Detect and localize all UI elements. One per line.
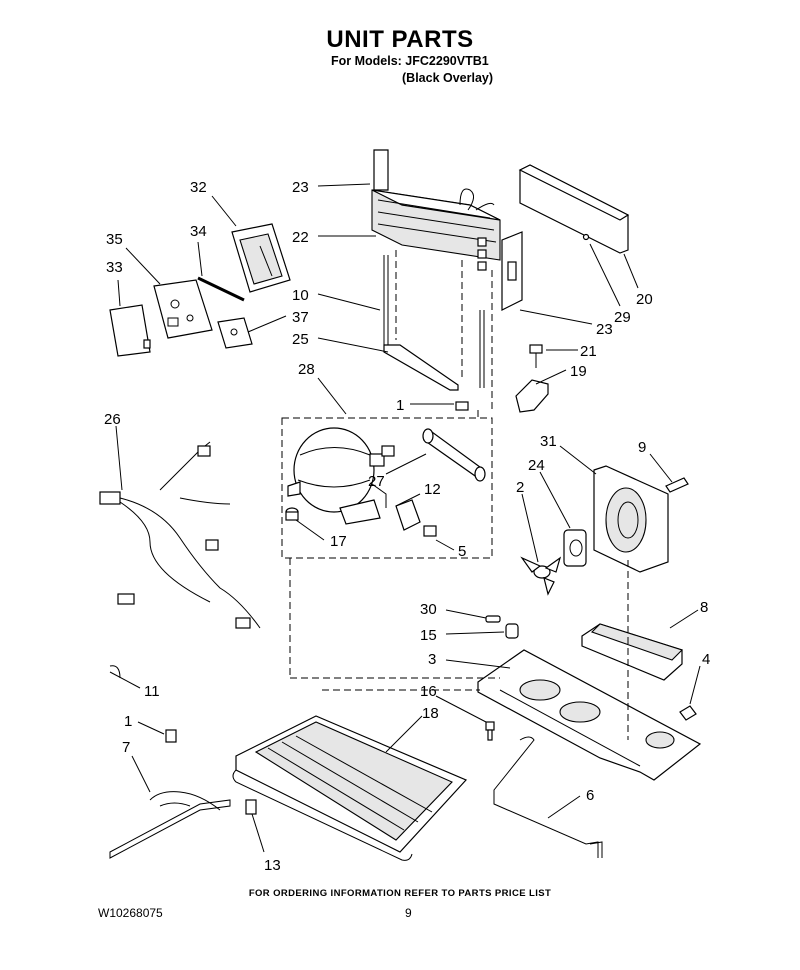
board-part-37 (217, 317, 253, 349)
callout-6: 6 (586, 787, 594, 804)
clip-part-13 (245, 799, 257, 815)
screw-part-21 (529, 344, 543, 368)
harness-part-7 (109, 729, 231, 859)
callout-37: 37 (292, 309, 309, 326)
callout-26: 26 (104, 411, 121, 428)
callout-8: 8 (700, 599, 708, 616)
control-housing-part-32 (231, 223, 291, 293)
callout-5: 5 (458, 543, 466, 560)
tube-part-6 (493, 736, 603, 858)
spacer-part-30 (485, 615, 501, 623)
callout-9: 9 (638, 439, 646, 456)
bracket-part-8 (581, 623, 684, 681)
cover-part-20 (518, 164, 630, 254)
callout-33: 33 (106, 259, 123, 276)
callout-11: 11 (144, 683, 160, 700)
fan-shroud-part-31 (593, 465, 669, 573)
wire-part-11 (109, 665, 121, 679)
screw-part-16 (485, 721, 495, 741)
callout-7: 7 (122, 739, 130, 756)
control-board-part-35 (153, 279, 213, 339)
callout-27: 27 (368, 473, 385, 490)
base-plate-part-3 (477, 649, 702, 781)
callout-29: 29 (614, 309, 631, 326)
callout-13: 13 (264, 857, 281, 874)
grommet-part-17 (285, 507, 299, 521)
compressor-group-box (281, 417, 493, 559)
screw-part-4 (679, 705, 697, 721)
callout-35: 35 (106, 231, 123, 248)
relay-part-12 (395, 499, 437, 537)
callout-25: 25 (292, 331, 309, 348)
callout-18: 18 (422, 705, 439, 722)
page-number: 9 (405, 906, 412, 920)
callout-30: 30 (420, 601, 437, 618)
callout-16: 16 (420, 683, 437, 700)
callout-34: 34 (190, 223, 207, 240)
bracket-part-23 (501, 231, 523, 311)
bracket-part-19 (515, 379, 549, 413)
callout-labels: 23 22 10 25 28 1 32 34 35 33 37 20 29 23… (104, 179, 710, 874)
callout-24: 24 (528, 457, 545, 474)
callout-3: 3 (428, 651, 436, 668)
drier-part-27 (422, 428, 486, 482)
callout-31: 31 (540, 433, 557, 450)
screw-part-9 (665, 477, 689, 493)
callout-23-right: 23 (596, 321, 613, 338)
models-line: For Models: JFC2290VTB1 (331, 54, 489, 68)
callout-1-top: 1 (396, 397, 404, 414)
callout-19: 19 (570, 363, 587, 380)
fan-motor-part-24 (563, 529, 587, 567)
evaporator-assembly (371, 149, 501, 410)
grommet-part-15 (505, 623, 519, 639)
rod-part-34 (197, 276, 245, 302)
callout-2: 2 (516, 479, 524, 496)
ordering-info: FOR ORDERING INFORMATION REFER TO PARTS … (248, 888, 552, 899)
compressor-part-28 (287, 427, 395, 525)
wire-harness-part-26 (99, 441, 261, 629)
cover-part-33 (109, 304, 151, 357)
screw-part-1-top (455, 401, 469, 411)
callout-12: 12 (424, 481, 441, 498)
document-number: W10268075 (98, 906, 163, 920)
condenser-part-18 (232, 715, 468, 861)
callout-32: 32 (190, 179, 207, 196)
callout-17: 17 (330, 533, 347, 550)
callout-4: 4 (702, 651, 710, 668)
callout-20: 20 (636, 291, 653, 308)
callout-15: 15 (420, 627, 437, 644)
callout-28: 28 (298, 361, 315, 378)
leader-lines (109, 183, 701, 853)
callout-22: 22 (292, 229, 309, 246)
callout-1-bottom: 1 (124, 713, 132, 730)
callout-23-top: 23 (292, 179, 309, 196)
page-title: UNIT PARTS (326, 26, 474, 53)
callout-21: 21 (580, 343, 597, 360)
callout-10: 10 (292, 287, 309, 304)
fan-blade-part-2 (520, 556, 562, 596)
overlay-line: (Black Overlay) (402, 71, 494, 85)
